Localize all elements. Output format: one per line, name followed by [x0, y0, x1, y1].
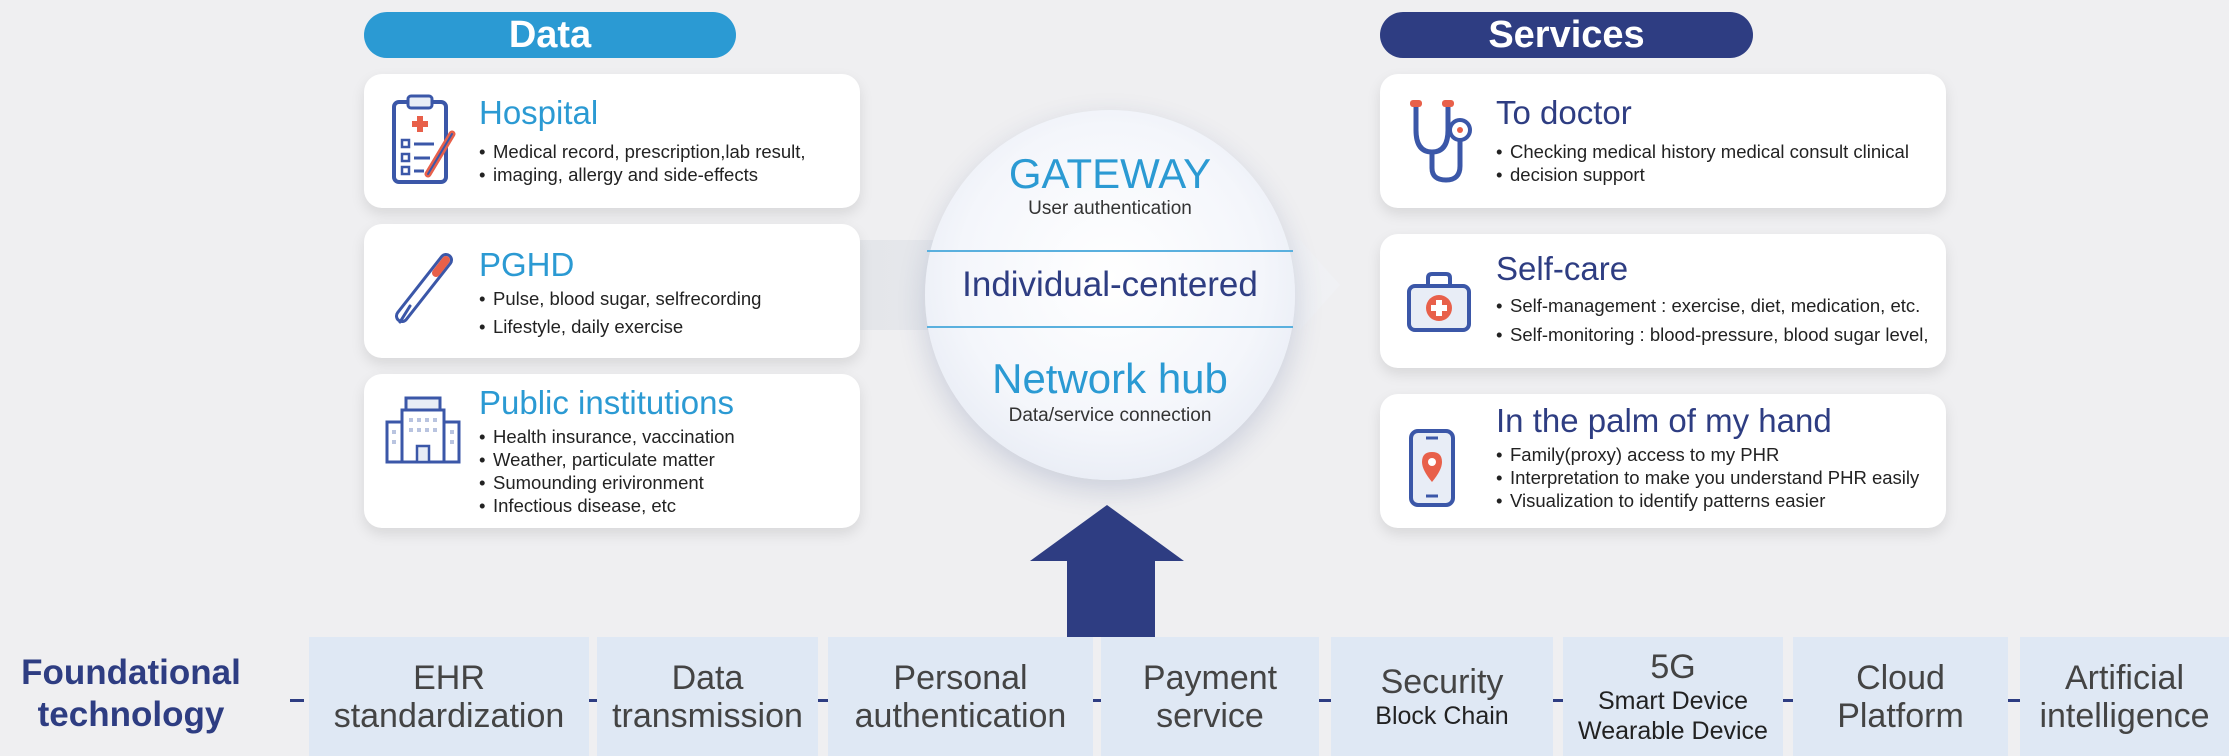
network-hub-subtitle: Data/service connection	[1008, 405, 1212, 426]
list-item: Medical record, prescription,lab result,	[479, 140, 806, 163]
tech-line1: Security	[1380, 662, 1504, 701]
connector-dash	[1553, 699, 1563, 702]
tech-subline: Wearable Device	[1578, 716, 1768, 745]
palm-of-hand-title: In the palm of my hand	[1496, 402, 1832, 439]
public-institutions-card: Public institutions Health insurance, va…	[364, 374, 860, 528]
self-care-bullets: Self-management : exercise, diet, medica…	[1496, 294, 1929, 346]
list-item: Checking medical history medical consult…	[1496, 140, 1909, 163]
list-item: Lifestyle, daily exercise	[479, 315, 761, 338]
connector-dash	[589, 699, 597, 702]
first-aid-kit-icon	[1407, 272, 1471, 332]
self-care-card: Self-care Self-management : exercise, di…	[1380, 234, 1946, 368]
tech-line2: Platform	[1837, 696, 1964, 735]
tech-line1: Payment	[1142, 658, 1278, 697]
individual-centered-label: Individual-centered	[962, 265, 1258, 304]
connector-dash	[1319, 699, 1331, 702]
list-item: Family(proxy) access to my PHR	[1496, 443, 1919, 466]
building-icon	[385, 396, 461, 464]
tech-subline: Smart Device	[1597, 686, 1749, 715]
data-header: Data	[364, 12, 736, 58]
self-care-title: Self-care	[1496, 250, 1629, 287]
foundational-title-line2: technology	[37, 695, 225, 734]
connector-dash	[1093, 699, 1101, 702]
list-item: decision support	[1496, 163, 1909, 186]
tech-line2: service	[1156, 696, 1264, 735]
tech-line1: Personal	[893, 658, 1028, 697]
public-institutions-bullets: Health insurance, vaccination Weather, p…	[479, 425, 735, 517]
network-hub-label: Network hub	[992, 355, 1228, 402]
tech-line2: standardization	[333, 696, 565, 735]
tech-payment-service: Payment service	[1101, 637, 1319, 756]
list-item: imaging, allergy and side-effects	[479, 163, 806, 186]
connector-dash	[818, 699, 828, 702]
tech-line2: transmission	[612, 696, 803, 735]
clipboard-icon	[392, 94, 456, 184]
tech-cloud-platform: Cloud Platform	[1793, 637, 2008, 756]
palm-of-hand-bullets: Family(proxy) access to my PHR Interpret…	[1496, 443, 1919, 512]
to-doctor-title: To doctor	[1496, 94, 1632, 131]
list-item: Self-monitoring : blood-pressure, blood …	[1496, 323, 1929, 346]
connector-dash	[1783, 699, 1793, 702]
list-item: Weather, particulate matter	[479, 448, 735, 471]
tech-security: Security Block Chain	[1331, 637, 1553, 756]
gateway-subtitle: User authentication	[1028, 198, 1192, 219]
list-item: Self-management : exercise, diet, medica…	[1496, 294, 1929, 317]
tech-line1: EHR	[413, 658, 485, 697]
hospital-bullets: Medical record, prescription,lab result,…	[479, 140, 806, 186]
tech-line1: Artificial	[2064, 658, 2185, 697]
tech-5g: 5G Smart Device Wearable Device	[1563, 637, 1783, 756]
tech-line1: Data	[671, 658, 744, 697]
list-item: Interpretation to make you understand PH…	[1496, 466, 1919, 489]
gateway-label: GATEWAY	[1008, 150, 1212, 197]
hub-divider-bottom	[927, 326, 1293, 328]
pghd-card: PGHD Pulse, blood sugar, selfrecording L…	[364, 224, 860, 358]
list-item: Sumounding erivironment	[479, 471, 735, 494]
foundational-technology-title: Foundational technology	[0, 652, 262, 736]
list-item: Pulse, blood sugar, selfrecording	[479, 287, 761, 310]
tech-line2: intelligence	[2039, 696, 2210, 735]
smartphone-location-icon	[1409, 429, 1455, 507]
connector-dash	[290, 699, 304, 702]
tech-artificial-intelligence: Artificial intelligence	[2020, 637, 2229, 756]
list-item: Infectious disease, etc	[479, 494, 735, 517]
tech-personal-authentication: Personal authentication	[828, 637, 1093, 756]
tech-ehr-standardization: EHR standardization	[309, 637, 589, 756]
up-arrow-icon	[1030, 505, 1184, 637]
hub-divider-top	[927, 250, 1293, 252]
pghd-title: PGHD	[479, 246, 575, 283]
hospital-card: Hospital Medical record, prescription,la…	[364, 74, 860, 208]
thermometer-icon	[395, 253, 453, 324]
list-item: Visualization to identify patterns easie…	[1496, 489, 1919, 512]
services-header: Services	[1380, 12, 1753, 58]
stethoscope-icon	[1410, 100, 1472, 183]
public-institutions-title: Public institutions	[479, 384, 734, 421]
to-doctor-card: To doctor Checking medical history medic…	[1380, 74, 1946, 208]
gateway-hub: GATEWAY User authentication Individual-c…	[925, 110, 1295, 480]
tech-subline: Block Chain	[1375, 701, 1509, 730]
tech-line1: 5G	[1650, 647, 1696, 686]
tech-line1: Cloud	[1856, 658, 1945, 697]
tech-data-transmission: Data transmission	[597, 637, 818, 756]
hospital-title: Hospital	[479, 94, 599, 131]
palm-of-hand-card: In the palm of my hand Family(proxy) acc…	[1380, 394, 1946, 528]
foundational-title-line1: Foundational	[21, 653, 241, 692]
tech-line2: authentication	[854, 696, 1067, 735]
list-item: Health insurance, vaccination	[479, 425, 735, 448]
connector-dash	[2008, 699, 2020, 702]
pghd-bullets: Pulse, blood sugar, selfrecording Lifest…	[479, 287, 761, 338]
to-doctor-bullets: Checking medical history medical consult…	[1496, 140, 1909, 186]
